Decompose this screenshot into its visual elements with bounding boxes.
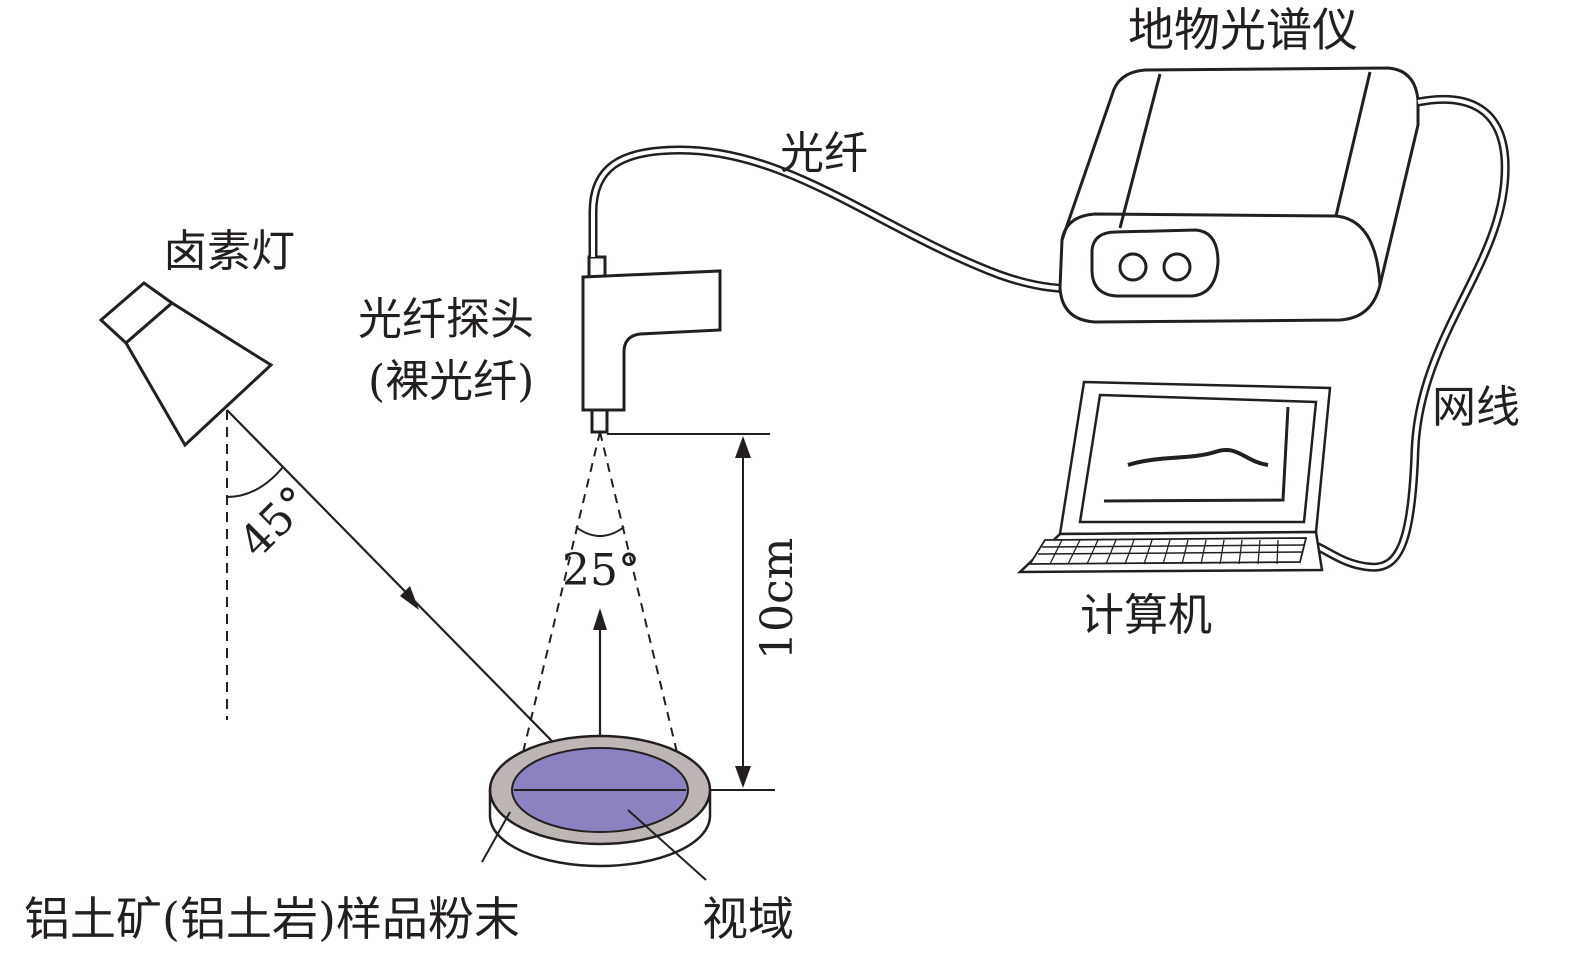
probe-note-label: (裸光纤) bbox=[368, 356, 534, 407]
angle-25-label: 25° bbox=[562, 545, 640, 596]
laptop-icon bbox=[1016, 380, 1332, 574]
fov-left-edge bbox=[513, 431, 601, 791]
halogen-lamp-label: 卤素灯 bbox=[163, 226, 295, 277]
angle-25-arc bbox=[575, 526, 625, 537]
sample-leader bbox=[481, 811, 511, 863]
fiber-probe-icon bbox=[581, 255, 722, 434]
fov-leader bbox=[627, 809, 707, 881]
network-cable-label: 网线 bbox=[1432, 382, 1520, 433]
computer-label: 计算机 bbox=[1080, 590, 1212, 641]
reflected-ray-arrow bbox=[593, 608, 607, 630]
fiber-label: 光纤 bbox=[780, 128, 868, 179]
fov-right-edge bbox=[599, 431, 687, 791]
sample-label: 铝土矿(铝土岩)样品粉末 bbox=[24, 892, 520, 946]
incident-ray-arrow bbox=[400, 586, 419, 610]
halogen-lamp-icon bbox=[98, 281, 274, 448]
spectrometer-label: 地物光谱仪 bbox=[1128, 3, 1358, 57]
sample-dish-icon bbox=[488, 734, 712, 868]
probe-label: 光纤探头 bbox=[358, 294, 534, 345]
dim-arrow-up bbox=[735, 436, 751, 458]
angle-45-arc bbox=[226, 466, 284, 498]
spectrometer-device-icon bbox=[1058, 66, 1420, 324]
dim-arrow-down bbox=[735, 766, 751, 788]
distance-label: 10cm bbox=[752, 538, 803, 660]
field-of-view-label: 视域 bbox=[702, 892, 794, 946]
